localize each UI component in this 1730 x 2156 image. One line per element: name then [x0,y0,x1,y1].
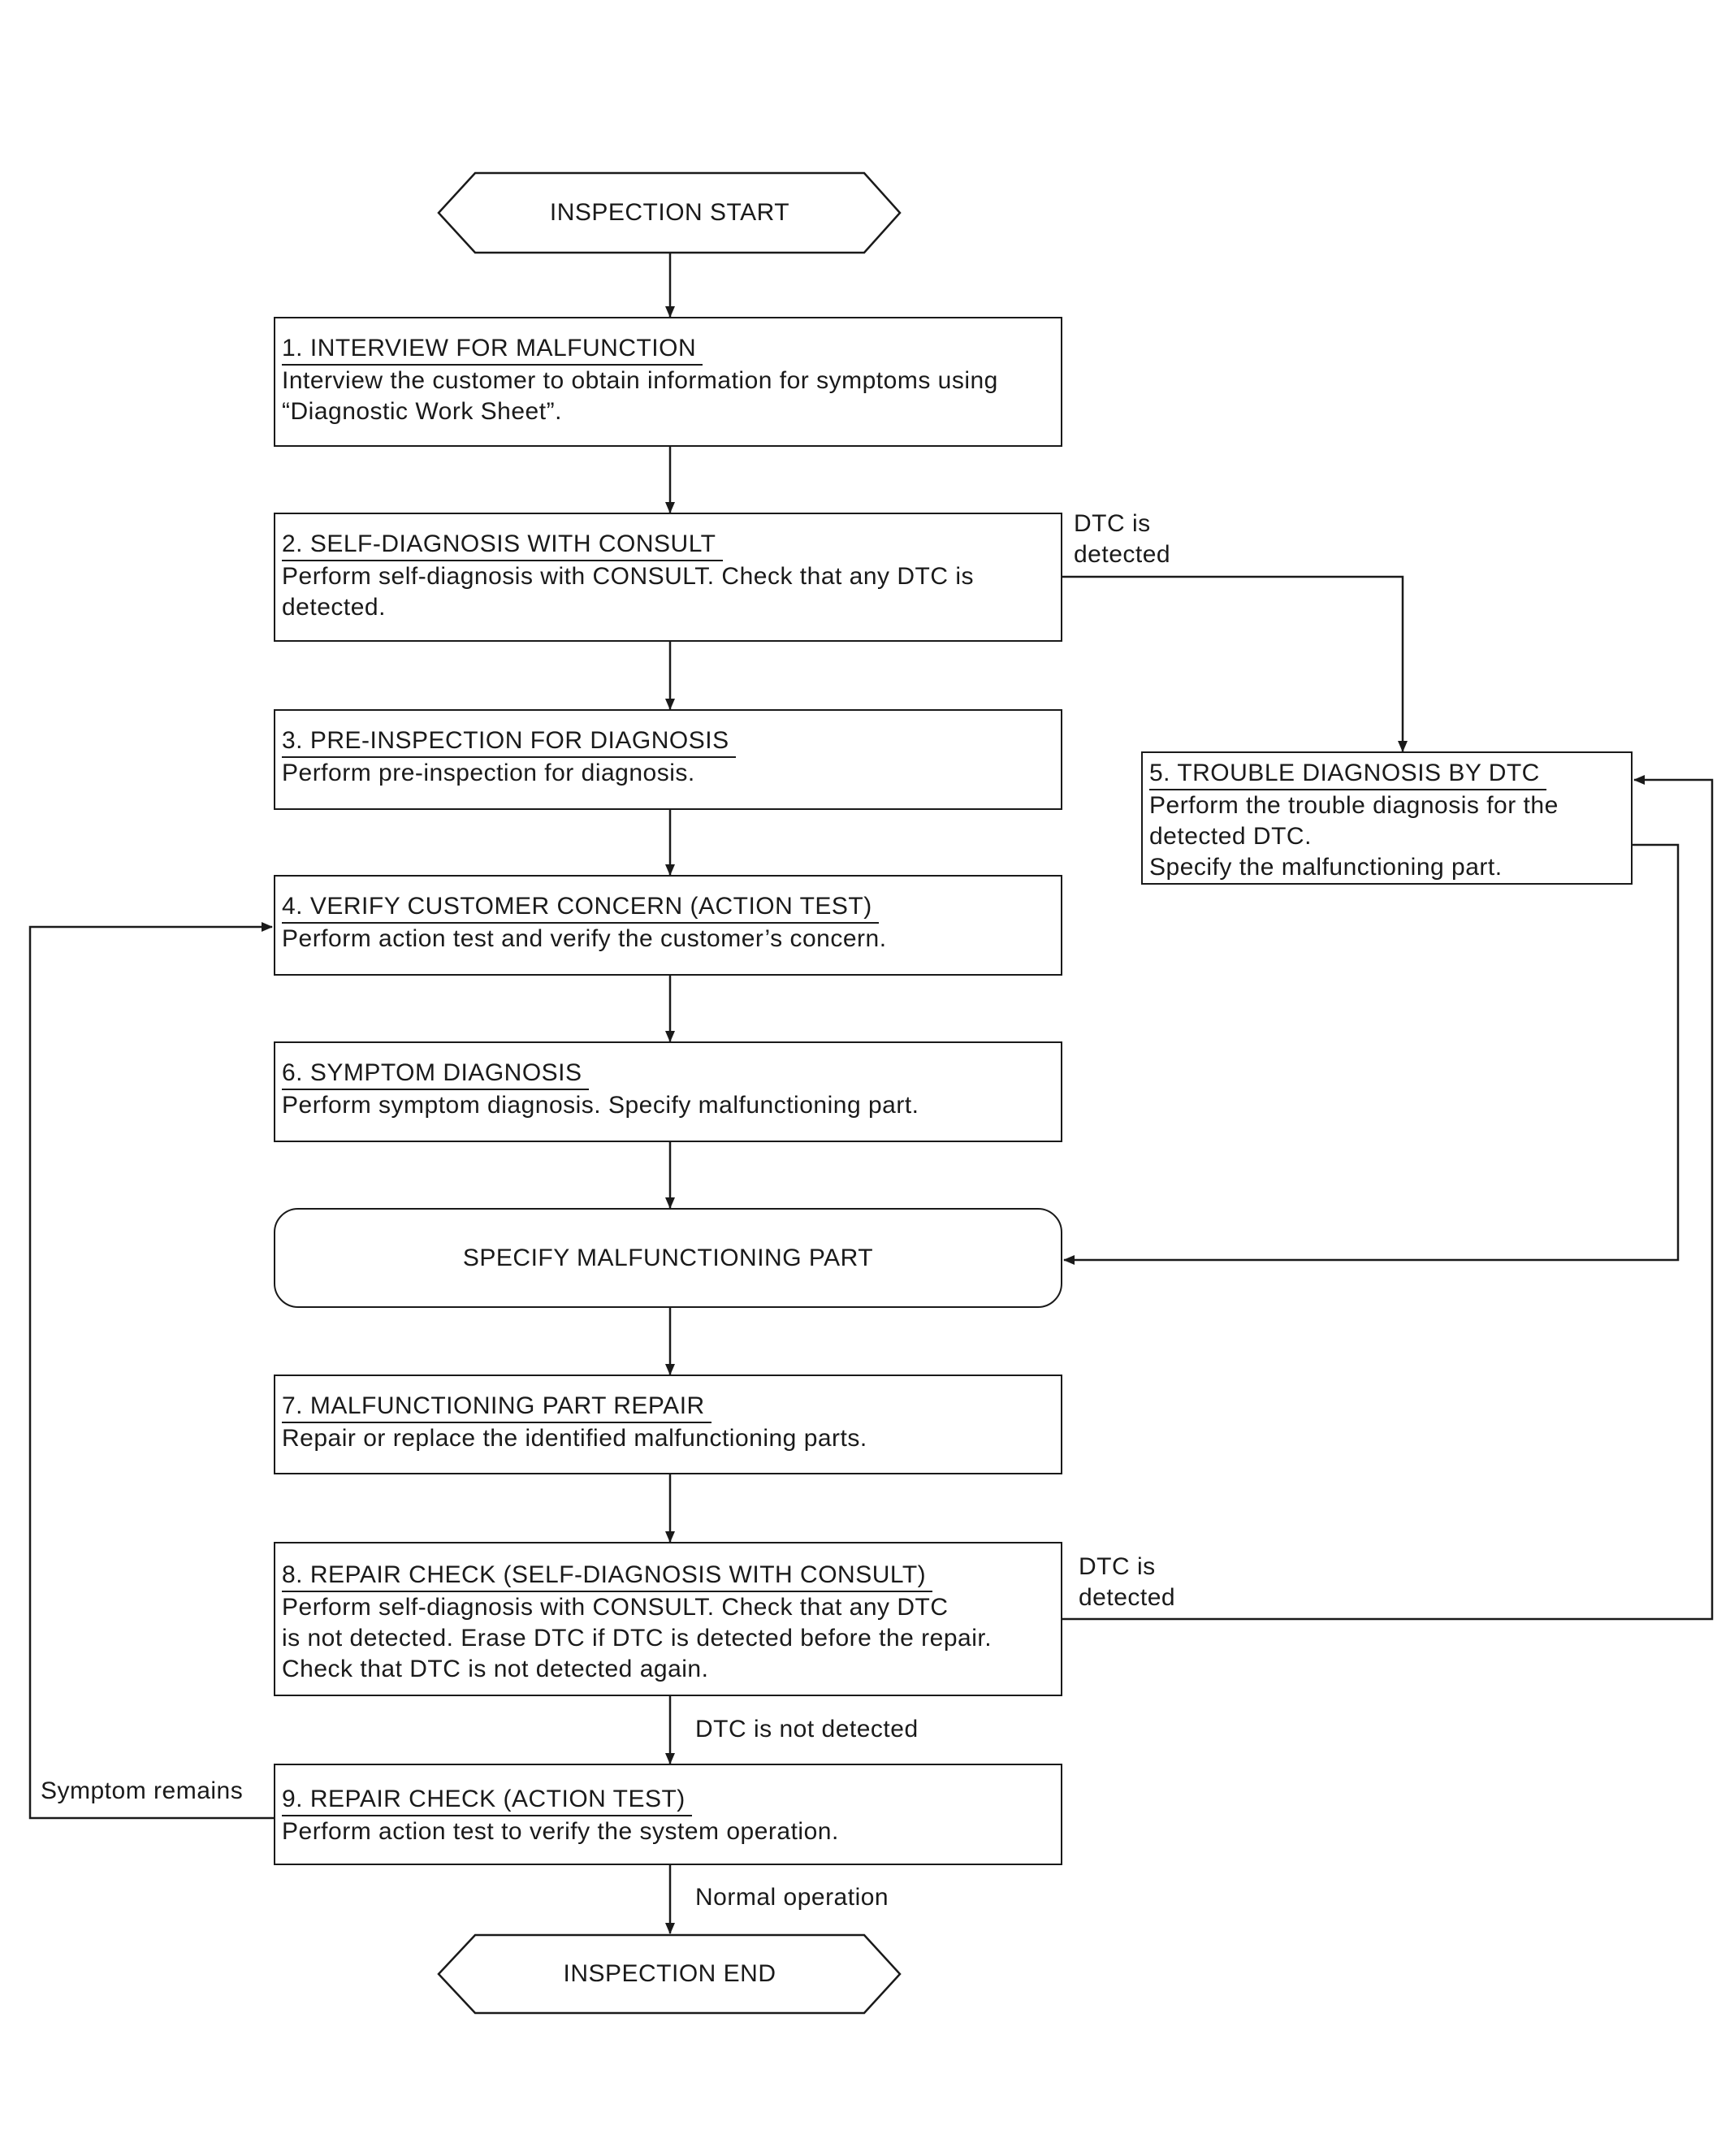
arrow-5-to-specify [1063,843,1680,1265]
step-5-description: Perform the trouble diagnosis for the de… [1149,792,1559,881]
step-9-box: 9. REPAIR CHECK (ACTION TEST) Perform ac… [274,1764,1062,1865]
step-6-box: 6. SYMPTOM DIAGNOSIS Perform symptom dia… [274,1041,1062,1142]
step-6-description: Perform symptom diagnosis. Specify malfu… [282,1092,919,1119]
step-9-title: 9. REPAIR CHECK (ACTION TEST) [282,1784,692,1816]
step-2-title: 2. SELF-DIAGNOSIS WITH CONSULT [282,529,723,561]
step-9-description: Perform action test to verify the system… [282,1818,839,1845]
arrow-9-to-4 [28,922,274,1820]
label-dtc-not-detected: DTC is not detected [695,1716,919,1743]
step-1-description: Interview the customer to obtain informa… [282,367,998,425]
specify-malfunctioning-part: SPECIFY MALFUNCTIONING PART [274,1208,1062,1308]
label-normal-operation: Normal operation [695,1884,889,1911]
inspection-end-label: INSPECTION END [563,1960,776,1987]
step-7-title: 7. MALFUNCTIONING PART REPAIR [282,1391,711,1423]
arrow-2-to-5 [1062,575,1408,752]
label-dtc-detected-from-2: DTC is detected [1074,510,1171,568]
step-1-box: 1. INTERVIEW FOR MALFUNCTION Interview t… [274,317,1062,447]
step-7-description: Repair or replace the identified malfunc… [282,1425,867,1452]
step-3-box: 3. PRE-INSPECTION FOR DIAGNOSIS Perform … [274,709,1062,810]
step-4-description: Perform action test and verify the custo… [282,925,887,952]
step-1-title: 1. INTERVIEW FOR MALFUNCTION [282,333,703,366]
step-7-box: 7. MALFUNCTIONING PART REPAIR Repair or … [274,1375,1062,1474]
step-3-description: Perform pre-inspection for diagnosis. [282,760,695,786]
step-4-box: 4. VERIFY CUSTOMER CONCERN (ACTION TEST)… [274,875,1062,976]
end-terminal-shape [437,1933,902,2015]
inspection-start-label: INSPECTION START [549,199,790,226]
arrow-8-to-5 [1062,775,1714,1621]
step-2-description: Perform self-diagnosis with CONSULT. Che… [282,563,975,621]
step-8-description: Perform self-diagnosis with CONSULT. Che… [282,1594,993,1682]
step-5-box: 5. TROUBLE DIAGNOSIS BY DTC Perform the … [1141,751,1633,885]
label-symptom-remains: Symptom remains [41,1777,244,1804]
step-4-title: 4. VERIFY CUSTOMER CONCERN (ACTION TEST) [282,891,879,924]
start-terminal-shape [437,171,902,254]
step-6-title: 6. SYMPTOM DIAGNOSIS [282,1058,589,1090]
step-8-box: 8. REPAIR CHECK (SELF-DIAGNOSIS WITH CON… [274,1542,1062,1696]
label-dtc-detected-from-8: DTC is detected [1079,1553,1176,1611]
step-2-box: 2. SELF-DIAGNOSIS WITH CONSULT Perform s… [274,513,1062,642]
step-3-title: 3. PRE-INSPECTION FOR DIAGNOSIS [282,725,736,758]
step-8-title: 8. REPAIR CHECK (SELF-DIAGNOSIS WITH CON… [282,1560,933,1592]
step-5-title: 5. TROUBLE DIAGNOSIS BY DTC [1149,758,1546,790]
